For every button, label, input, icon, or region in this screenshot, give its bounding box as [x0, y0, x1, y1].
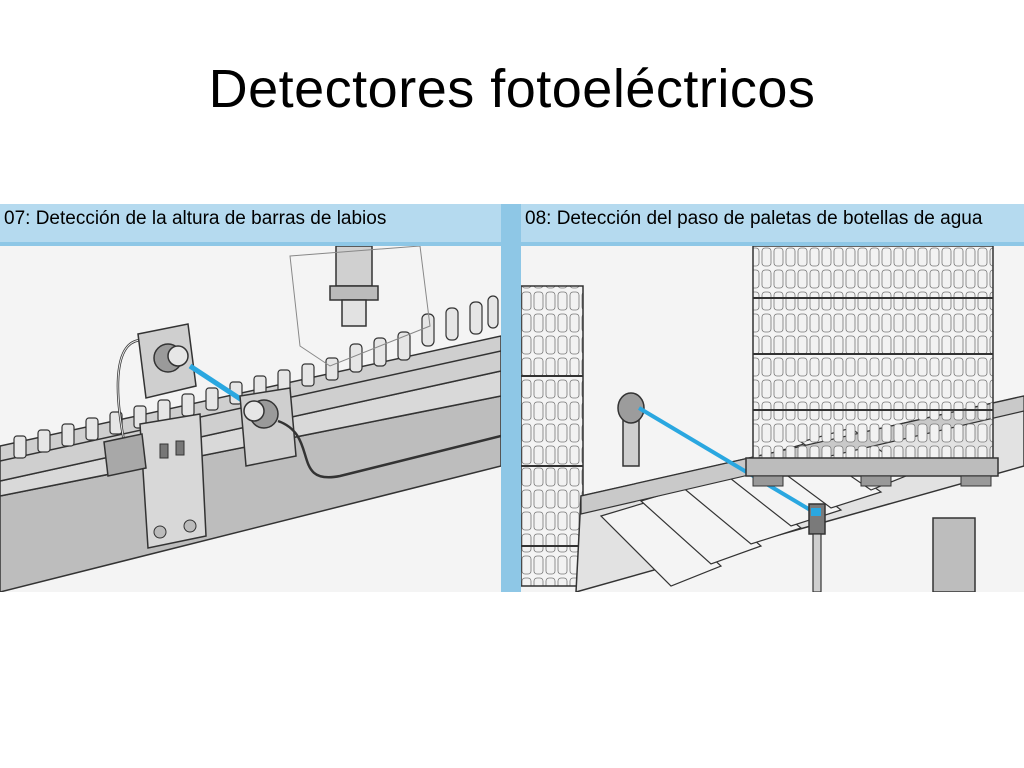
figure-strip: 07: Detección de la altura de barras de … [0, 204, 1024, 592]
slide-title: Detectores fotoeléctricos [208, 59, 816, 119]
water-bottle-pallet-illustration [521, 246, 1024, 592]
lipstick-conveyor-illustration [0, 246, 501, 592]
lipstick-conveyor-drawing [0, 246, 501, 592]
panel-08-caption: 08: Detección del paso de paletas de bot… [521, 204, 1024, 242]
pallet-conveyor-drawing [521, 246, 1024, 592]
panel-08: 08: Detección del paso de paletas de bot… [521, 204, 1024, 592]
panel-07-caption: 07: Detección de la altura de barras de … [0, 204, 501, 242]
panel-07: 07: Detección de la altura de barras de … [0, 204, 501, 592]
